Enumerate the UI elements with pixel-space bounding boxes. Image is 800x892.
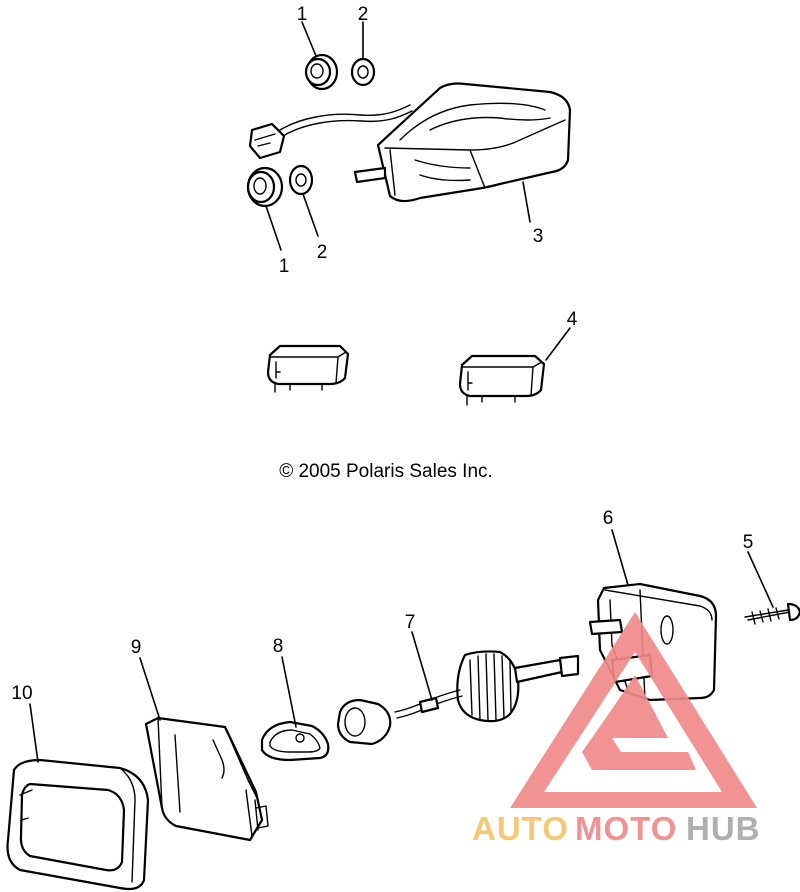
automotohub-logo: AUTO MOTO HUB <box>472 612 761 847</box>
callout-6: 6 <box>603 508 614 529</box>
headlight-gasket <box>260 720 330 762</box>
headlight-bulb <box>336 650 580 746</box>
washer-bottom <box>288 164 314 196</box>
callout-9: 9 <box>131 637 142 658</box>
callout-5: 5 <box>743 532 754 553</box>
callout-3: 3 <box>533 226 544 247</box>
copyright-notice: © 2005 Polaris Sales Inc. <box>279 461 493 482</box>
callout-2-top: 2 <box>358 4 369 25</box>
marker-light-right <box>458 354 546 406</box>
callout-4: 4 <box>567 309 578 330</box>
tail-light-assembly <box>248 82 572 203</box>
headlight-bezel <box>6 758 150 891</box>
headlight-lens <box>144 716 269 842</box>
callout-1-top: 1 <box>297 4 308 25</box>
grommet-bottom <box>246 166 284 208</box>
grommet-top <box>304 53 339 91</box>
logo-triangle-outer <box>510 612 757 808</box>
logo-text-moto: MOTO <box>575 810 677 847</box>
callout-7: 7 <box>405 612 416 633</box>
logo-triangle-inner <box>582 675 696 770</box>
callout-8: 8 <box>273 636 284 657</box>
leader-lines <box>29 21 774 763</box>
logo-text-auto: AUTO <box>472 810 569 847</box>
screw <box>744 602 800 625</box>
marker-light-left <box>266 344 350 393</box>
callout-2-bottom: 2 <box>317 242 328 263</box>
washer-top <box>350 57 376 87</box>
logo-text-hub: HUB <box>686 810 761 847</box>
callout-1-bottom: 1 <box>279 256 290 277</box>
callout-10: 10 <box>11 683 32 704</box>
